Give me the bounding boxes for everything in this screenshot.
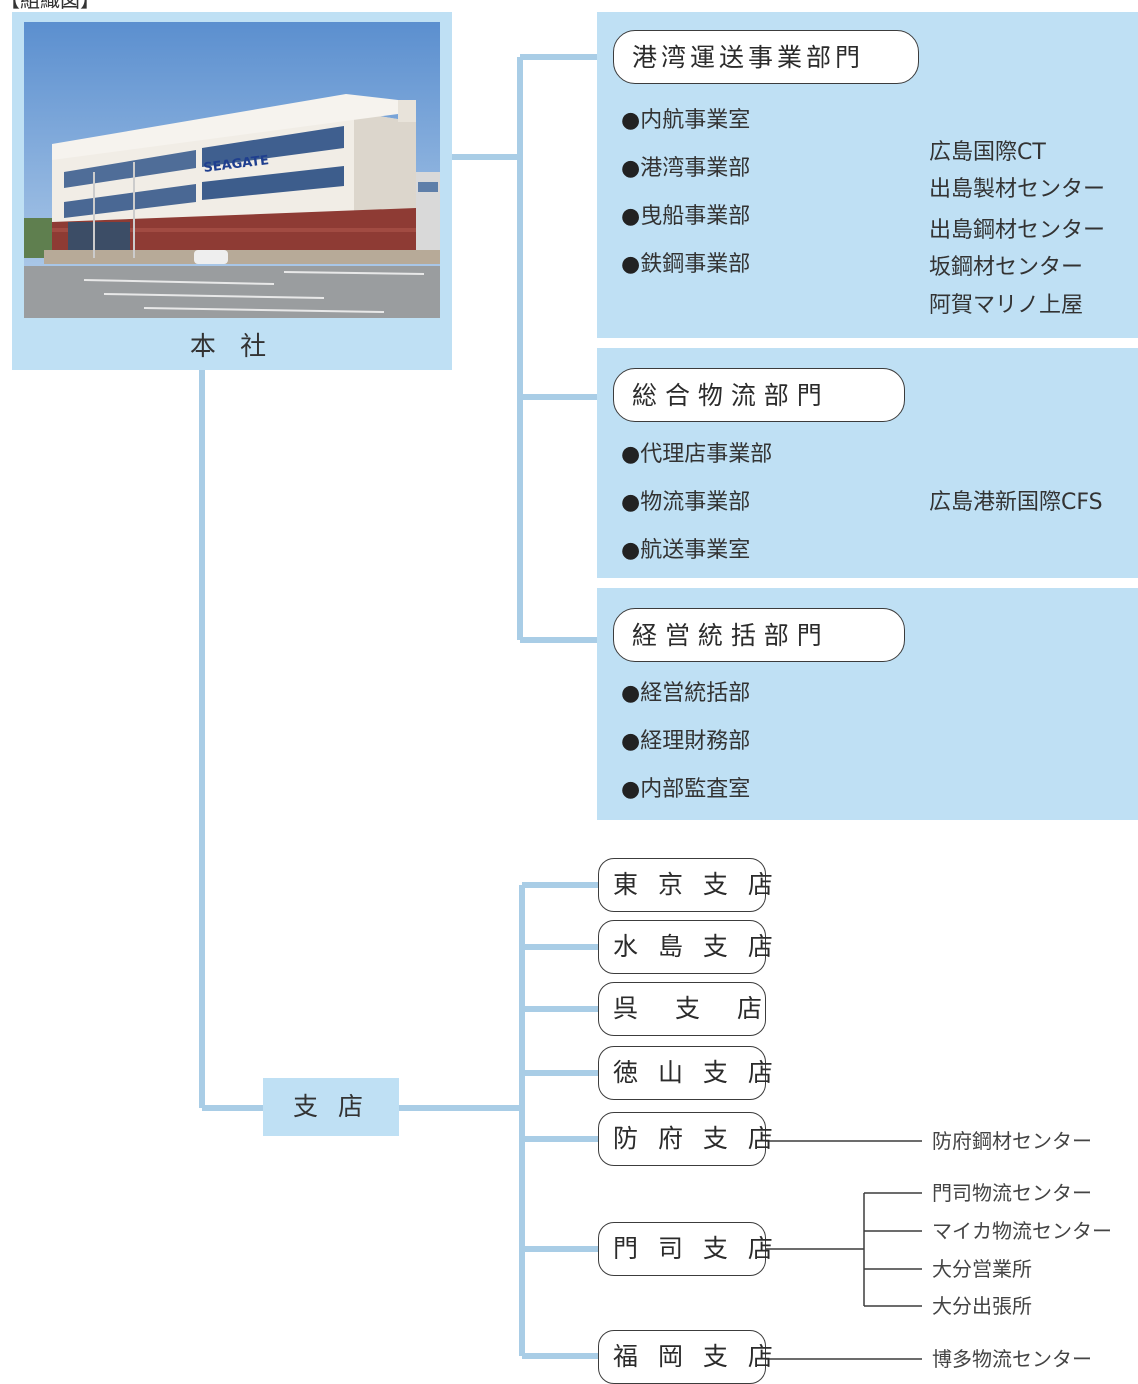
- sub-unit: 広島国際CT: [929, 140, 1046, 165]
- unit-item: ●経営統括部: [621, 681, 751, 706]
- division-management: 経 営 統 括 部 門 ●経営統括部 ●経理財務部 ●内部監査室: [597, 588, 1138, 820]
- branch-box: 徳 山 支 店: [598, 1046, 773, 1100]
- branch-office: 博多物流センター: [932, 1347, 1092, 1371]
- division-title: 港湾運送事業部門: [613, 30, 919, 84]
- sub-unit: 出島鋼材センター: [929, 218, 1106, 243]
- unit-item: ●曳船事業部: [621, 204, 751, 229]
- branch-office: 大分出張所: [932, 1294, 1032, 1318]
- sub-unit: 阿賀マリノ上屋: [929, 293, 1084, 318]
- division-title: 経 営 統 括 部 門: [613, 608, 905, 662]
- branch-box: 水 島 支 店: [598, 920, 773, 974]
- branch-office: 大分営業所: [932, 1257, 1032, 1281]
- branch-box: 防 府 支 店: [598, 1112, 773, 1166]
- division-port-transport: 港湾運送事業部門 ●内航事業室 ●港湾事業部 ●曳船事業部 ●鉄鋼事業部 広島国…: [597, 12, 1138, 338]
- division-general-logistics: 総 合 物 流 部 門 ●代理店事業部 ●物流事業部 ●航送事業室 広島港新国際…: [597, 348, 1138, 578]
- branches-label: 支 店: [263, 1078, 399, 1136]
- division-title: 総 合 物 流 部 門: [613, 368, 905, 422]
- sub-unit: 広島港新国際CFS: [929, 490, 1103, 515]
- branch-box: 福 岡 支 店: [598, 1330, 773, 1384]
- unit-item: ●物流事業部: [621, 490, 751, 515]
- sub-unit: 出島製材センター: [929, 177, 1106, 202]
- branch-box: 呉 支 店: [598, 982, 766, 1036]
- page-heading: 【組織図】: [0, 0, 100, 12]
- headquarters-photo: SEAGATE: [24, 22, 440, 318]
- branch-office: 門司物流センター: [932, 1181, 1092, 1205]
- unit-item: ●代理店事業部: [621, 442, 773, 467]
- branch-office: マイカ物流センター: [932, 1219, 1112, 1243]
- branch-office: 防府鋼材センター: [932, 1129, 1092, 1153]
- unit-item: ●内部監査室: [621, 777, 751, 802]
- headquarters-panel: SEAGATE 本 社: [12, 12, 452, 370]
- headquarters-label: 本 社: [189, 332, 275, 362]
- unit-item: ●港湾事業部: [621, 156, 751, 181]
- sub-unit: 坂鋼材センター: [929, 255, 1084, 280]
- unit-item: ●内航事業室: [621, 108, 751, 133]
- branch-box: 東 京 支 店: [598, 858, 773, 912]
- unit-item: ●鉄鋼事業部: [621, 252, 751, 277]
- unit-item: ●航送事業室: [621, 538, 751, 563]
- unit-item: ●経理財務部: [621, 729, 751, 754]
- branch-box: 門 司 支 店: [598, 1222, 773, 1276]
